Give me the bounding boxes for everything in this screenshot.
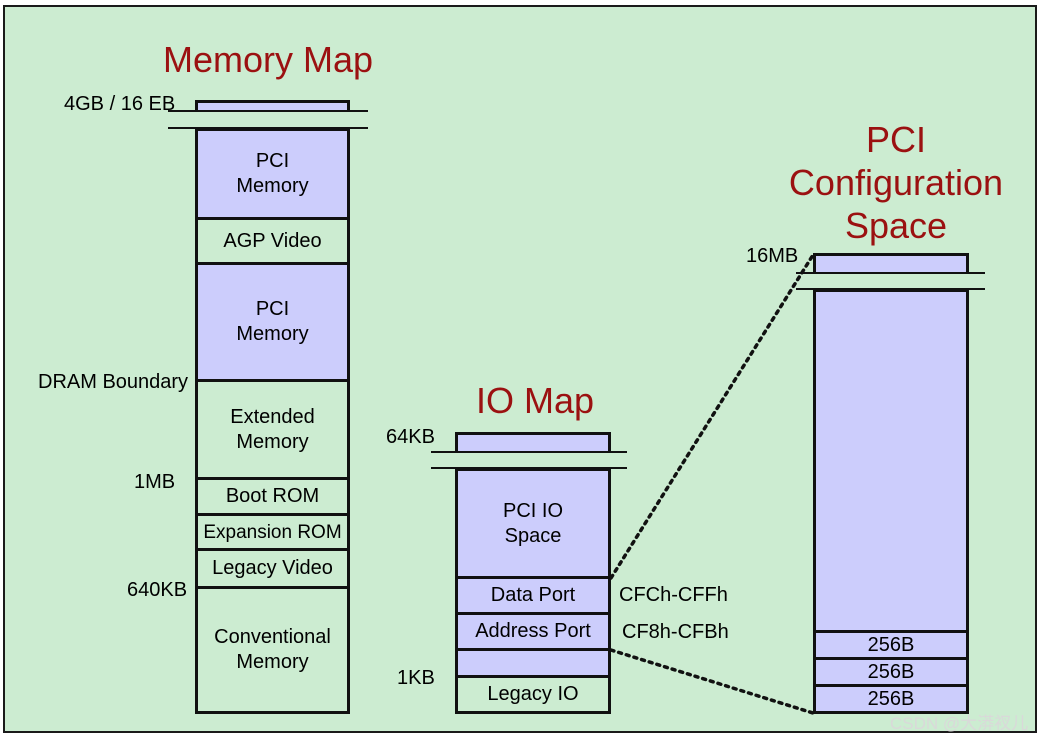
pci-config-block-256b-3: 256B <box>813 684 969 714</box>
memory-block-pci-memory-upper: PCI Memory <box>195 128 350 220</box>
pci-config-top-label: 16MB <box>746 245 799 267</box>
dram-boundary-label: DRAM Boundary <box>38 371 189 393</box>
pci-config-title-line3: Space <box>844 205 948 246</box>
memory-top-label: 4GB / 16 EB <box>64 93 176 115</box>
io-map-top-cap <box>455 432 611 452</box>
memory-block-conventional-memory: Conventional Memory <box>195 586 350 714</box>
memory-block-pci-memory-lower: PCI Memory <box>195 262 350 382</box>
pci-config-block-main <box>813 289 969 633</box>
one-kb-label: 1KB <box>397 667 435 689</box>
640kb-label: 640KB <box>127 579 188 601</box>
pci-config-block-256b-1: 256B <box>813 630 969 660</box>
pci-config-title: PCI Configuration Space <box>776 118 1016 247</box>
break-lines <box>168 110 985 469</box>
memory-map-top-cap <box>195 100 350 112</box>
memory-block-expansion-rom: Expansion ROM <box>195 513 350 551</box>
io-top-label: 64KB <box>386 426 435 448</box>
io-block-legacy-io: Legacy IO <box>455 675 611 714</box>
memory-block-boot-rom: Boot ROM <box>195 477 350 516</box>
one-mb-label: 1MB <box>134 471 176 493</box>
data-port-range-label: CFCh-CFFh <box>619 584 728 606</box>
pci-config-title-line1: PCI <box>865 119 926 160</box>
io-block-address-port: Address Port <box>455 612 611 651</box>
watermark: CSDN @大漭衩儿 <box>890 714 1029 733</box>
memory-map-title: Memory Map <box>163 39 374 80</box>
dotted-connector-lower <box>609 648 815 715</box>
io-block-unlabeled <box>455 648 611 678</box>
pci-config-title-line2: Configuration <box>788 162 1004 203</box>
memory-block-legacy-video: Legacy Video <box>195 548 350 589</box>
io-map-title: IO Map <box>476 380 595 421</box>
dotted-connector-upper <box>609 253 815 580</box>
pci-config-top-cap <box>813 253 969 273</box>
memory-block-extended-memory: Extended Memory <box>195 379 350 480</box>
address-port-range-label: CF8h-CFBh <box>622 621 729 643</box>
